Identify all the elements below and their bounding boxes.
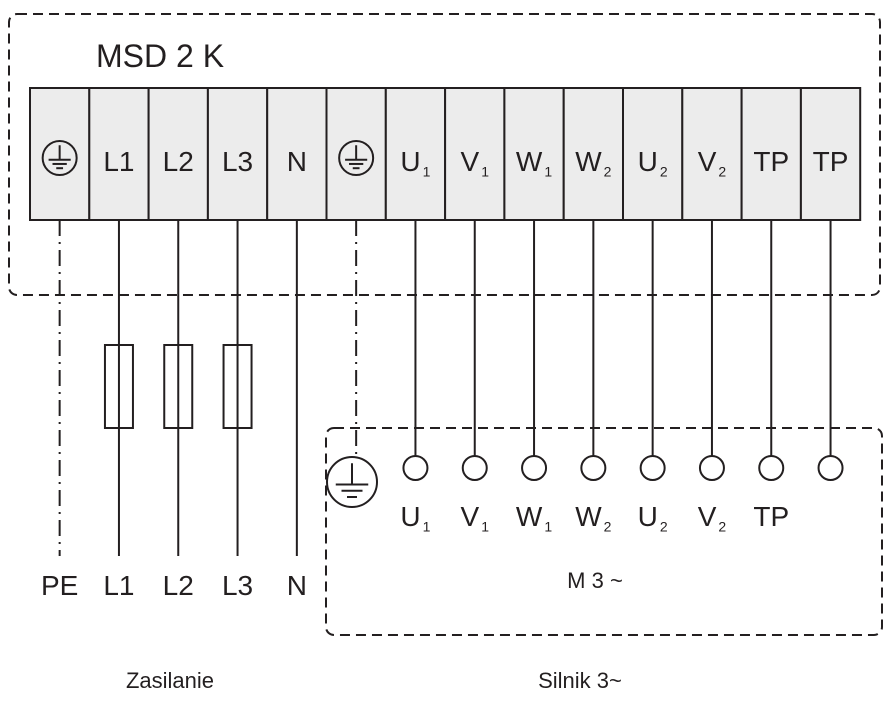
- terminal-label: L1: [103, 146, 134, 177]
- supply-labels: PE L1 L2 L3 N: [41, 570, 307, 601]
- fuse: [163, 344, 194, 429]
- terminal-13: TP: [740, 87, 802, 221]
- supply-label: N: [287, 570, 307, 601]
- supply-caption: Zasilanie: [126, 668, 214, 693]
- terminal-3: L2: [147, 87, 209, 221]
- motor-terminal-label: TP: [753, 501, 789, 532]
- controller-title: MSD 2 K: [96, 38, 224, 74]
- terminal-label: TP: [813, 146, 849, 177]
- supply-label: L1: [103, 570, 134, 601]
- fuse: [103, 344, 134, 429]
- motor-terminal: [817, 455, 844, 481]
- terminal-label: TP: [753, 146, 789, 177]
- motor-name: M 3 ~: [567, 568, 623, 593]
- terminal-2: L1: [88, 87, 150, 221]
- terminal-14: TP: [799, 87, 862, 221]
- supply-label: L2: [163, 570, 194, 601]
- fuse: [222, 344, 253, 429]
- supply-label: L3: [222, 570, 253, 601]
- earth-icon: [326, 456, 378, 508]
- wires: [58, 220, 832, 556]
- motor-enclosure: [325, 427, 883, 636]
- terminal-1: [29, 87, 91, 221]
- motor-caption: Silnik 3~: [538, 668, 622, 693]
- motor-terminal: TP: [753, 455, 789, 532]
- terminal-label: L3: [222, 146, 253, 177]
- controller-enclosure: [8, 13, 881, 296]
- terminal-label: N: [287, 146, 307, 177]
- earth-icon: [41, 140, 78, 176]
- terminal-4: L3: [206, 87, 269, 221]
- earth-icon: [338, 140, 375, 176]
- terminal-6: [325, 87, 387, 221]
- terminal-5: N: [266, 87, 328, 221]
- terminal-label: L2: [163, 146, 194, 177]
- supply-label: PE: [41, 570, 78, 601]
